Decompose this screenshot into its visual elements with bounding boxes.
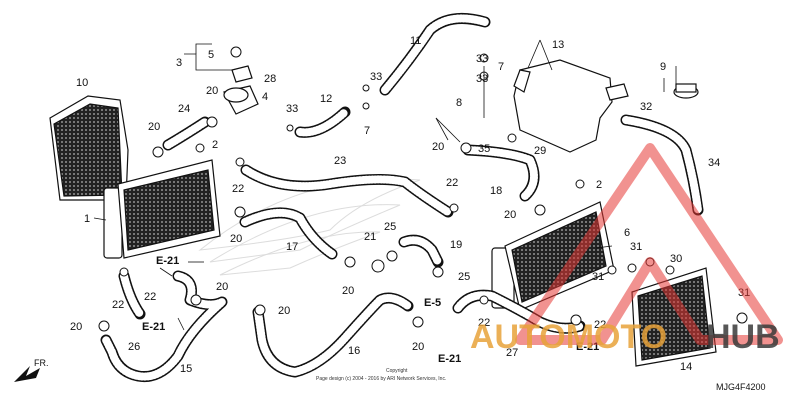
ref-e5: E-5: [424, 297, 441, 309]
callout-20d: 20: [342, 285, 354, 297]
callout-30: 30: [670, 253, 682, 265]
callout-29: 29: [534, 145, 546, 157]
callout-2b: 2: [596, 179, 602, 191]
callout-22c: 22: [112, 299, 124, 311]
callout-20a: 20: [148, 121, 160, 133]
radiator-shroud-left: [49, 95, 129, 201]
reference-labels: E-21 E-21 E-21 E-21 E-5: [142, 255, 599, 365]
ref-e21-c: E-21: [438, 353, 461, 365]
watermark-triangle-icon: [515, 143, 783, 345]
callout-25b: 25: [458, 271, 470, 283]
callout-20e: 20: [216, 281, 228, 293]
callout-25a: 25: [384, 221, 396, 233]
callout-6: 6: [624, 227, 630, 239]
callout-10: 10: [76, 77, 88, 89]
callout-13: 13: [552, 39, 564, 51]
callout-3: 3: [176, 57, 182, 69]
callout-22a: 22: [232, 183, 244, 195]
copyright-line: Page design (c) 2004 - 2016 by ARI Netwo…: [316, 376, 446, 382]
ref-e21-a: E-21: [156, 255, 179, 267]
callout-20b: 20: [206, 85, 218, 97]
callout-32: 32: [640, 101, 652, 113]
callout-20f: 20: [278, 305, 290, 317]
callout-4: 4: [262, 91, 268, 103]
callout-20h: 20: [412, 341, 424, 353]
callout-20c: 20: [230, 233, 242, 245]
callout-22d: 22: [144, 291, 156, 303]
brand-wing-background: [198, 178, 421, 276]
callout-7a: 7: [498, 61, 504, 73]
front-direction-label: FR.: [34, 358, 49, 368]
callout-31b: 31: [592, 271, 604, 283]
ref-e21-b: E-21: [142, 321, 165, 333]
reserve-tank: [513, 59, 629, 153]
callout-2a: 2: [212, 139, 218, 151]
watermark-text-a: AUTOMOTO: [470, 318, 667, 356]
watermark: AUTOMOTO HUB: [470, 143, 783, 356]
callout-labels: 1 2 2 3 4 5 6 7 7 8 9 10 11 12 13 14 15 …: [70, 35, 750, 375]
callout-35: 35: [478, 143, 490, 155]
callout-17: 17: [286, 241, 298, 253]
callout-33d: 33: [286, 103, 298, 115]
radiator-left: [103, 159, 221, 259]
callout-22f: 22: [594, 319, 606, 331]
leader-lines: [93, 39, 677, 331]
callout-5: 5: [208, 49, 214, 61]
callout-16: 16: [348, 345, 360, 357]
callout-23: 23: [334, 155, 346, 167]
reserve-tank-cap: [663, 78, 699, 99]
callout-20g: 20: [70, 321, 82, 333]
callout-31a: 31: [630, 241, 642, 253]
callout-19: 19: [450, 239, 462, 251]
copyright-title: Copyright: [386, 368, 408, 374]
hoses: [100, 12, 704, 383]
callout-14: 14: [680, 361, 692, 373]
callout-11: 11: [410, 35, 421, 47]
radiator-shroud-right: [631, 267, 717, 367]
diagram-code: MJG4F4200: [716, 382, 766, 392]
callout-26: 26: [128, 341, 140, 353]
callout-22b: 22: [446, 177, 458, 189]
front-direction-arrow: [14, 366, 40, 382]
watermark-text-b: HUB: [706, 318, 780, 356]
callout-24: 24: [178, 103, 190, 115]
callout-15: 15: [180, 363, 192, 375]
callout-34: 34: [708, 157, 720, 169]
callout-21: 21: [364, 231, 376, 243]
callout-9: 9: [660, 61, 666, 73]
callout-20j: 20: [504, 209, 516, 221]
thermostat-housing: [223, 65, 259, 115]
callout-33b: 33: [476, 73, 488, 85]
callout-12: 12: [320, 93, 332, 105]
callout-7b: 7: [364, 125, 370, 137]
callout-33c: 33: [370, 71, 382, 83]
callout-8: 8: [456, 97, 462, 109]
callout-20i: 20: [432, 141, 444, 153]
callout-28: 28: [264, 73, 276, 85]
callout-33a: 33: [476, 53, 488, 65]
callout-1: 1: [84, 213, 90, 225]
callout-27: 27: [506, 347, 518, 359]
callout-22e: 22: [478, 317, 490, 329]
callout-18: 18: [490, 185, 502, 197]
